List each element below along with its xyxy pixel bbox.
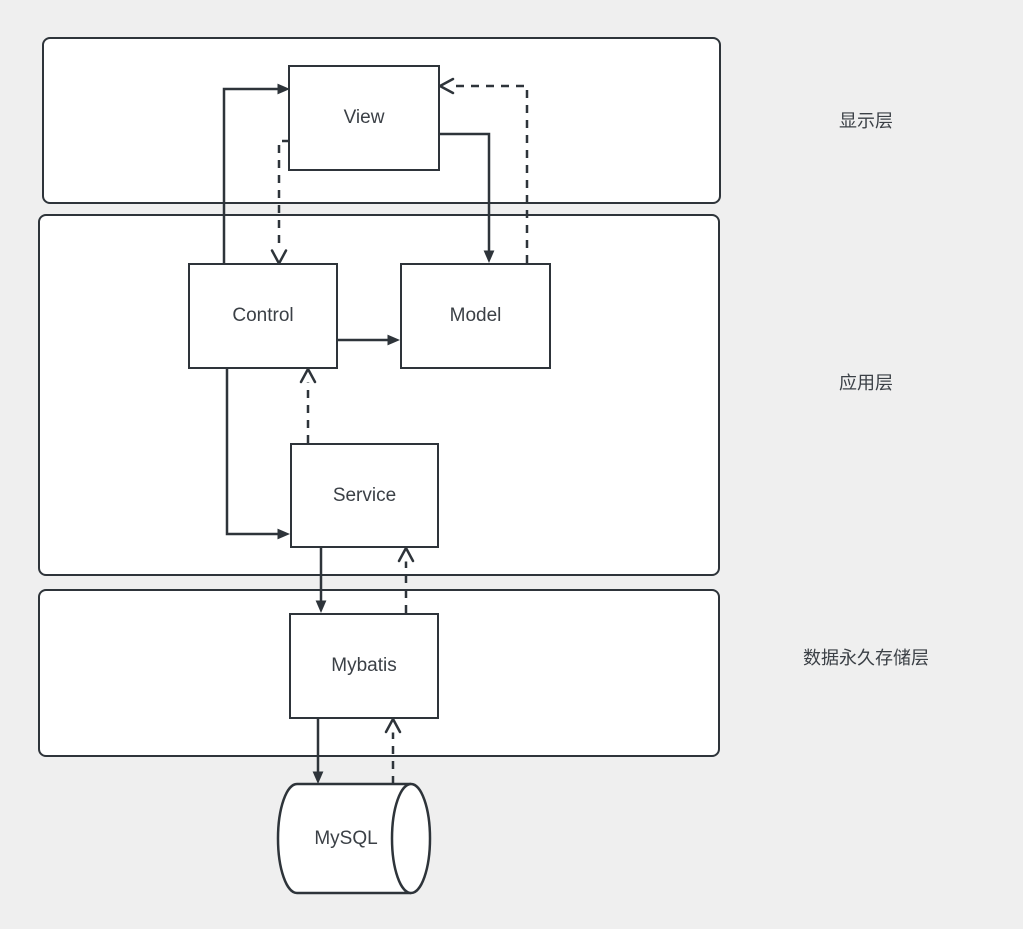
- node-mybatis: Mybatis: [289, 613, 439, 719]
- layer-label-display: 显示层: [839, 111, 893, 131]
- node-control: Control: [188, 263, 338, 369]
- node-model-label: Model: [449, 305, 502, 326]
- node-mybatis-label: Mybatis: [331, 655, 397, 676]
- node-control-label: Control: [232, 305, 294, 326]
- database-cylinder-shape: [276, 782, 432, 895]
- node-mysql: MySQL: [278, 784, 414, 893]
- node-view: View: [288, 65, 440, 171]
- edge-control-to-view: [222, 83, 290, 263]
- layer-label-application: 应用层: [839, 373, 893, 393]
- edge-view-to-control: [270, 139, 290, 265]
- edge-control-to-service: [225, 369, 290, 540]
- layer-label-storage: 数据永久存储层: [803, 648, 929, 668]
- node-view-label: View: [343, 107, 385, 128]
- node-service-label: Service: [332, 484, 397, 506]
- node-mysql-label: MySQL: [314, 827, 378, 849]
- edge-model-to-view: [438, 77, 529, 263]
- edge-view-to-model: [440, 132, 495, 263]
- node-model: Model: [400, 263, 551, 369]
- node-service: Service: [290, 443, 439, 548]
